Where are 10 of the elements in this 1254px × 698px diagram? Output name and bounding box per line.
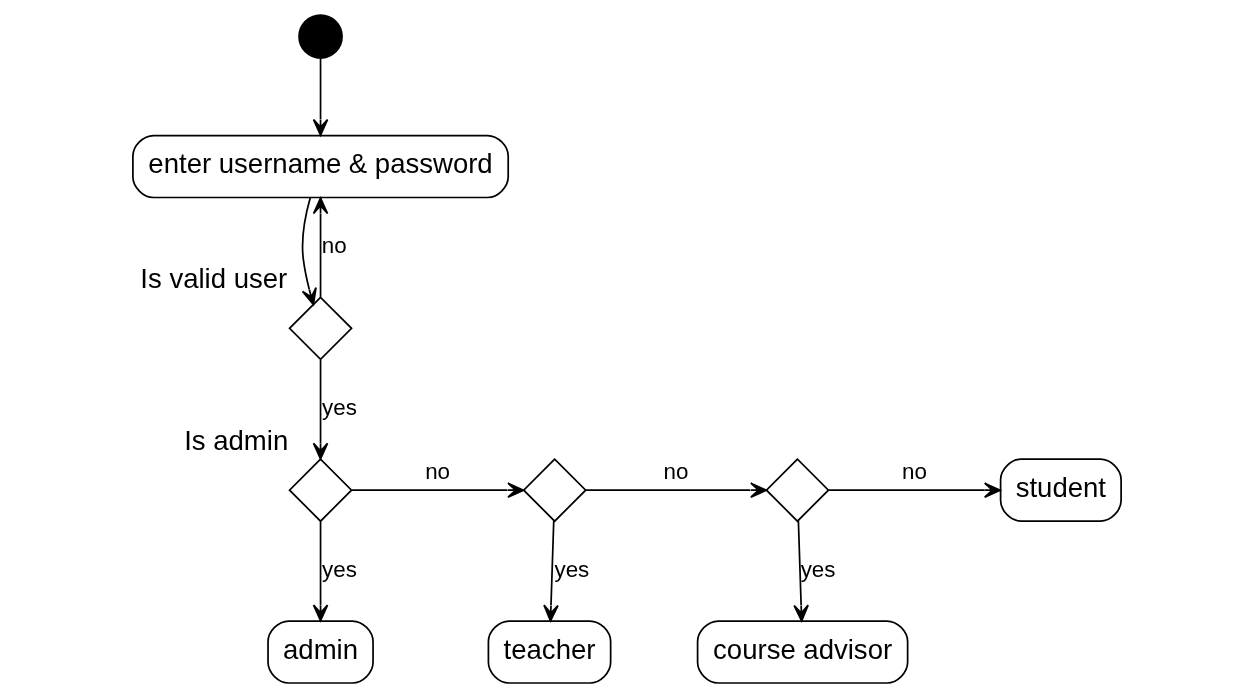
edge-label: yes xyxy=(322,556,357,582)
edge-label: no xyxy=(902,458,927,484)
edge-label: no xyxy=(663,458,689,484)
edge-label: yes xyxy=(800,556,836,582)
node-label: Is admin xyxy=(184,425,289,457)
node-label: Is valid user xyxy=(140,263,288,295)
edge-label: yes xyxy=(554,556,590,582)
edge-label: no xyxy=(425,458,451,484)
edge-label: no xyxy=(321,233,347,259)
edge-label: yes xyxy=(322,395,357,421)
